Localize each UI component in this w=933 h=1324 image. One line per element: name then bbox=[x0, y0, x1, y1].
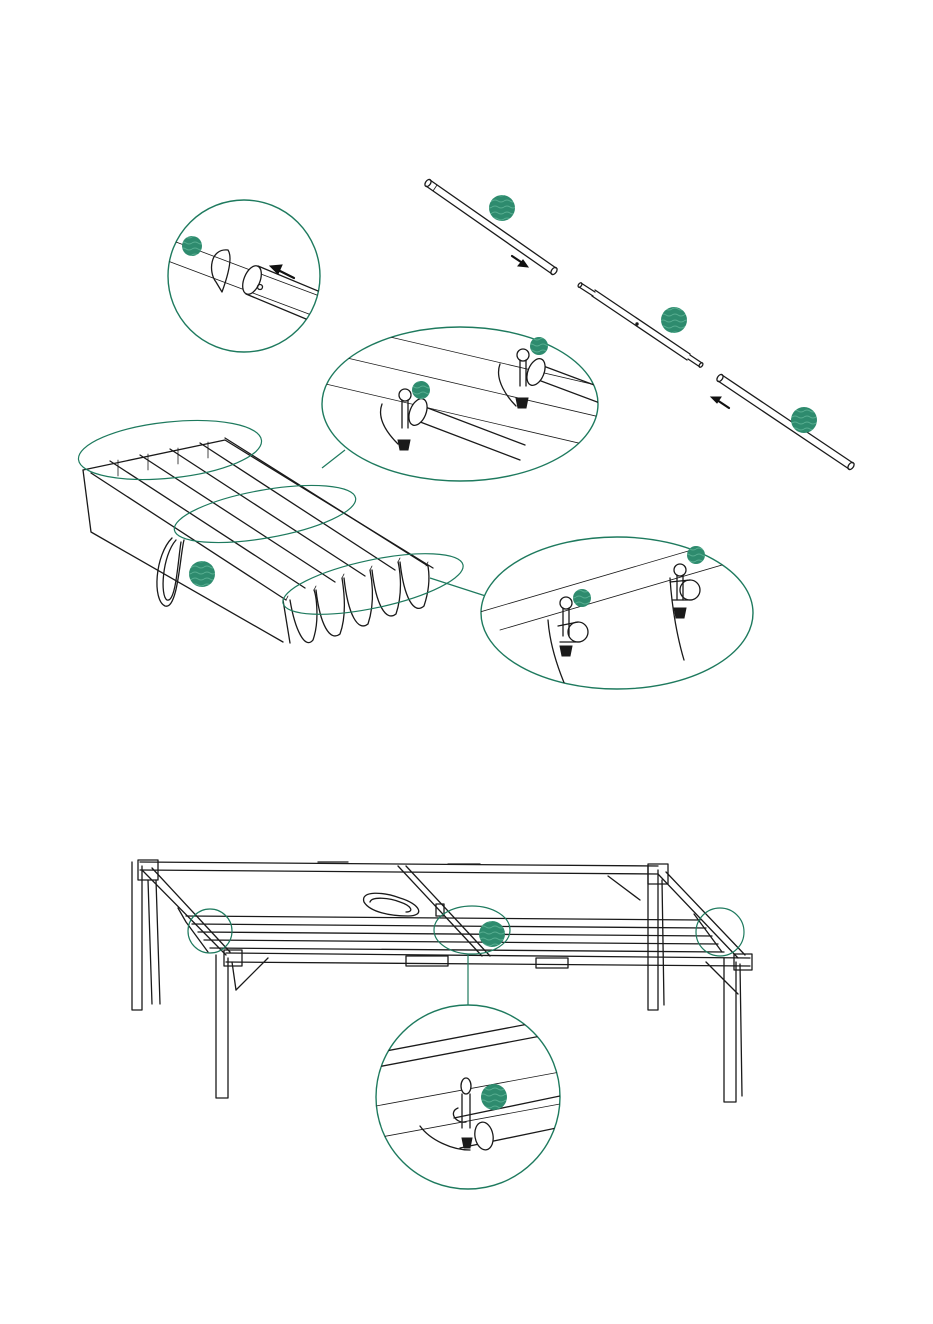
part-badge bbox=[412, 381, 430, 399]
part-badge bbox=[481, 1084, 507, 1110]
part-badge bbox=[189, 561, 215, 587]
part-badge bbox=[530, 337, 548, 355]
part-badge bbox=[791, 407, 817, 433]
highlight-top-hooks bbox=[76, 413, 265, 488]
canopy-fabric bbox=[83, 438, 433, 643]
step-canopy-assembly bbox=[76, 178, 856, 692]
rod-segment-left bbox=[424, 178, 559, 275]
detail-rod-insert bbox=[160, 200, 330, 352]
detail-hook-top bbox=[300, 327, 660, 481]
part-badge bbox=[489, 195, 515, 221]
part-badge bbox=[479, 921, 505, 947]
highlight-middle-rods bbox=[170, 474, 360, 553]
highlight-end-hooks bbox=[278, 541, 468, 626]
part-badge bbox=[687, 546, 705, 564]
part-badge bbox=[573, 589, 591, 607]
detail-frame-hook bbox=[370, 1005, 566, 1189]
part-badge bbox=[661, 307, 687, 333]
detail-hook-end bbox=[480, 530, 780, 692]
step-frame-installation bbox=[132, 860, 752, 1189]
rod-segment-right bbox=[716, 373, 856, 470]
arrow-right-icon bbox=[512, 256, 528, 267]
arrow-left-icon bbox=[711, 397, 729, 408]
part-badge bbox=[182, 236, 202, 256]
